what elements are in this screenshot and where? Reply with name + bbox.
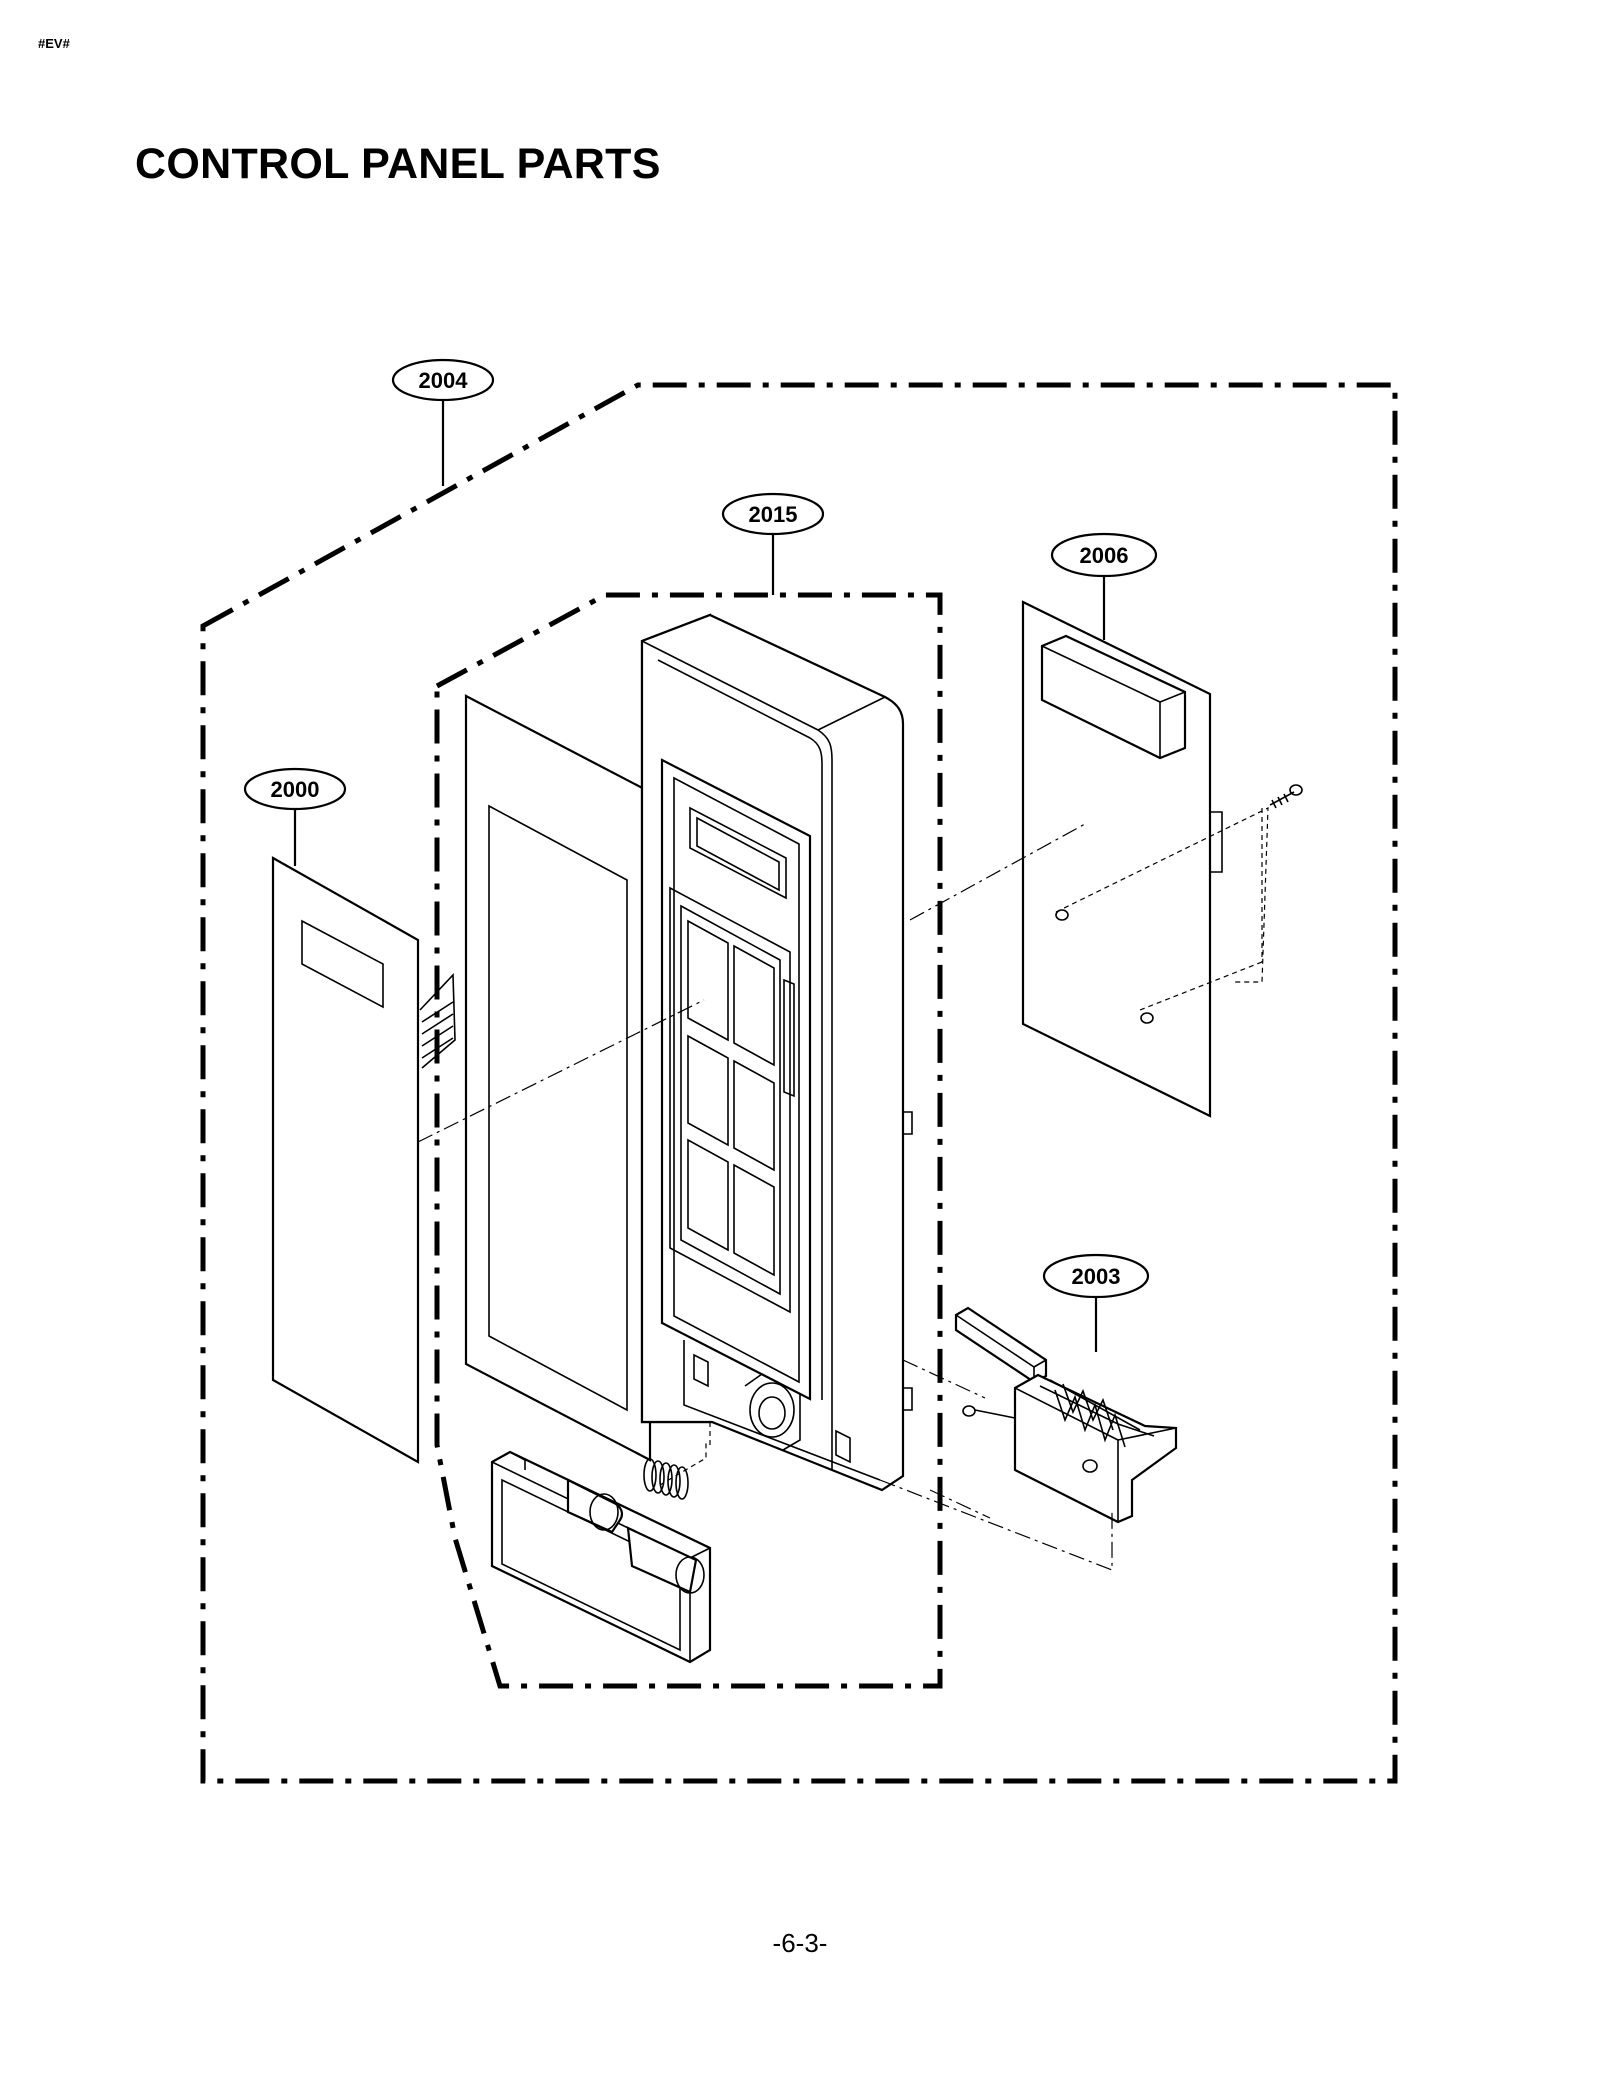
pcb-assembly-2006 [1021,600,1223,1118]
callout-2015: 2015 [749,502,798,527]
callout-bubble-2004 [391,358,495,402]
page-number: -6-3- [772,1928,828,1958]
callout-2004: 2004 [419,368,469,393]
assembly-boundary-2015 [434,592,943,1689]
assembly-guide-lines [417,807,1269,1571]
membrane-sheet-2000 [271,856,456,1464]
control-housing-2015 [640,613,913,1492]
window-sheet [464,694,652,1462]
callout-bubble-2000 [243,767,347,811]
assembly-boundary-2004 [200,382,1398,1784]
door-button [490,1450,712,1664]
callout-bubble-2003 [1042,1253,1150,1299]
spring [643,1458,689,1500]
callout-2006: 2006 [1080,543,1129,568]
callout-2003: 2003 [1072,1264,1121,1289]
callout-bubble-2015 [721,492,825,536]
latch-lever-2003 [954,1306,1178,1524]
screw [1269,784,1303,809]
callout-2000: 2000 [271,777,320,802]
document-code: #EV# [38,36,70,51]
page-title: CONTROL PANEL PARTS [135,140,661,188]
callout-bubble-2006 [1050,532,1158,578]
